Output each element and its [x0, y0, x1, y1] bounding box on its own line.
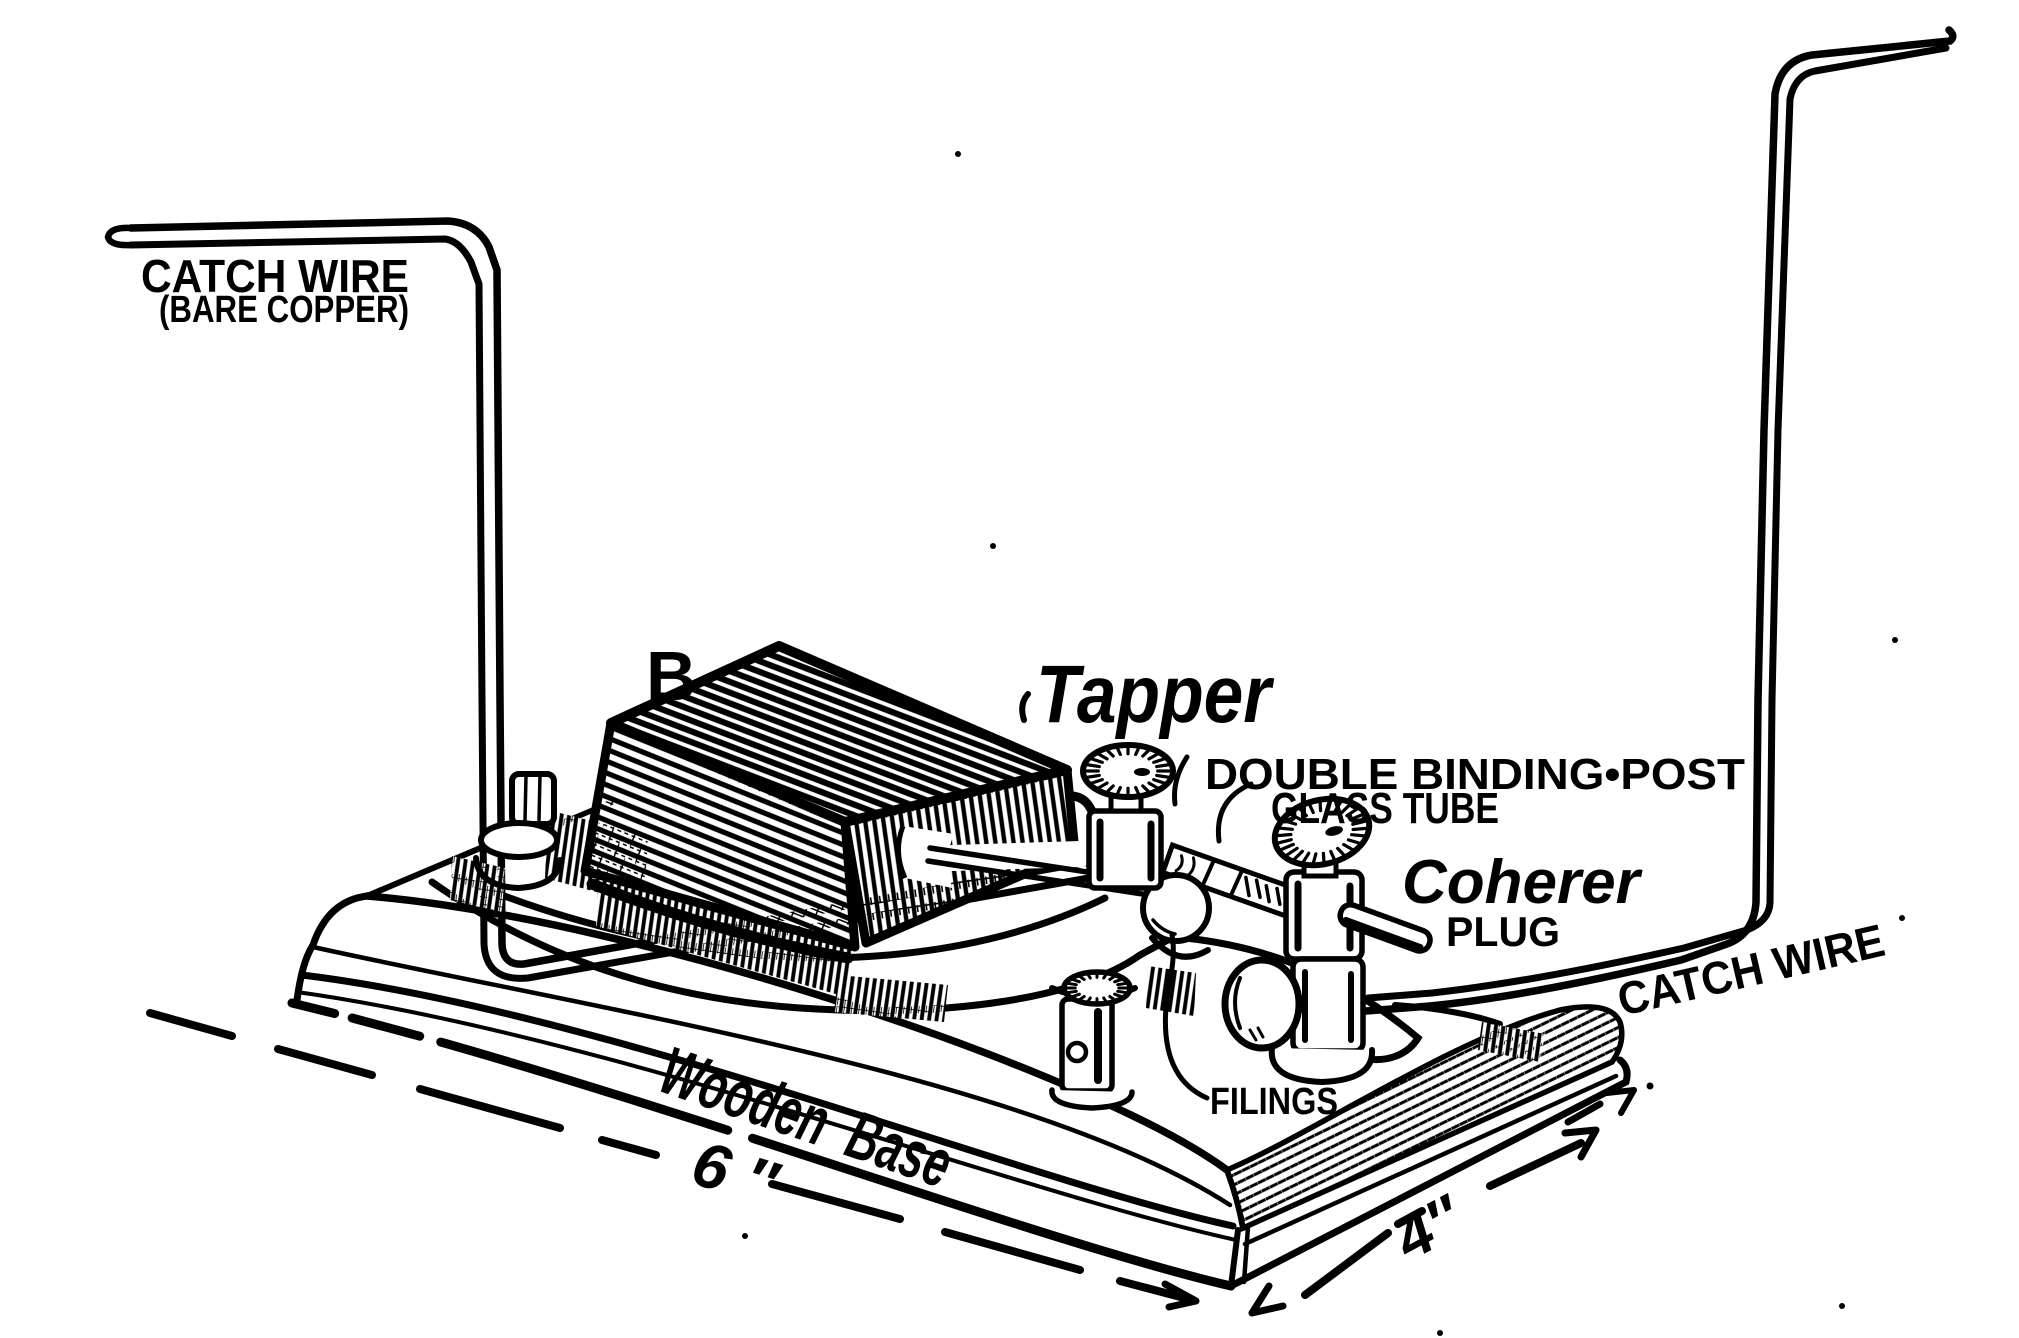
svg-text:PLUG: PLUG	[1446, 908, 1560, 955]
svg-text:DOUBLE BINDING•POST: DOUBLE BINDING•POST	[1205, 750, 1745, 799]
svg-text:B: B	[646, 637, 697, 715]
svg-text:Tapper: Tapper	[1036, 649, 1275, 740]
svg-text:Coherer: Coherer	[1402, 848, 1643, 917]
svg-text:GLASS TUBE: GLASS TUBE	[1271, 784, 1499, 833]
svg-text:CATCH WIRE: CATCH WIRE	[141, 250, 409, 302]
svg-text:FILINGS: FILINGS	[1210, 1081, 1338, 1123]
svg-text:(BARE COPPER): (BARE COPPER)	[159, 289, 409, 331]
